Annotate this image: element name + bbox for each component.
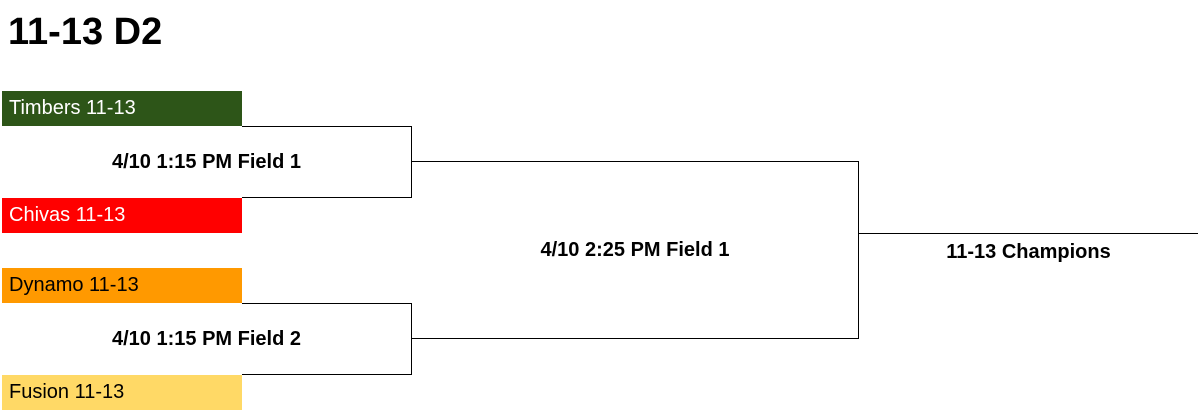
page-title: 11-13 D2: [8, 11, 163, 53]
team-slot-timbers: Timbers 11-13: [2, 91, 242, 126]
semi2-top-line: [242, 303, 412, 304]
semi1-top-line: [242, 126, 412, 127]
champion-line: [858, 233, 1198, 234]
semi2-vertical-line: [411, 303, 412, 375]
final-top-line: [411, 161, 859, 162]
team-slot-fusion: Fusion 11-13: [2, 375, 242, 410]
semi1-match-label: 4/10 1:15 PM Field 1: [112, 151, 301, 173]
final-vertical-line: [858, 161, 859, 339]
semi2-bottom-line: [242, 374, 412, 375]
team-slot-dynamo: Dynamo 11-13: [2, 268, 242, 303]
semi2-match-label: 4/10 1:15 PM Field 2: [112, 328, 301, 350]
team-slot-chivas: Chivas 11-13: [2, 198, 242, 233]
final-bottom-line: [411, 338, 859, 339]
semi1-bottom-line: [242, 197, 412, 198]
champion-label: 11-13 Champions: [946, 241, 1111, 263]
semi1-vertical-line: [411, 126, 412, 198]
final-match-label: 4/10 2:25 PM Field 1: [540, 239, 730, 261]
